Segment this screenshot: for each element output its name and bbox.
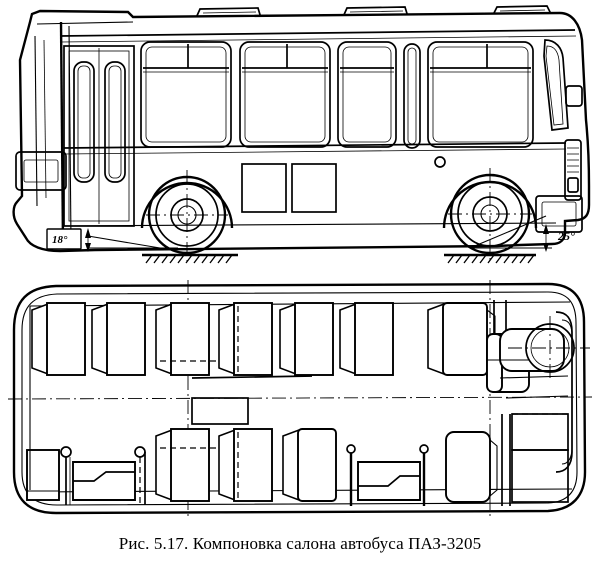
seat-upper-7[interactable] [427, 302, 496, 376]
figure-caption: Рис. 5.17. Компоновка салона автобуса ПА… [118, 534, 482, 553]
bench-mid[interactable] [357, 461, 421, 501]
seat-lower-2[interactable] [218, 428, 273, 502]
rear-angle-construction [85, 228, 178, 252]
seat-lower-entrance[interactable] [445, 431, 498, 503]
belt-line-upper [59, 29, 576, 37]
rear-angle-label: 18° [46, 228, 82, 250]
seat-upper-2[interactable] [91, 302, 146, 376]
wheel-rear [140, 170, 234, 262]
ground-line-rear [142, 253, 238, 264]
window-bay-3 [337, 41, 397, 148]
front-grille [535, 85, 583, 233]
plan-lower-seat-row [26, 413, 569, 506]
seat-lower-3[interactable] [282, 428, 337, 502]
rear-angle-value: 18° [52, 234, 68, 246]
front-angle-construction [469, 215, 552, 252]
plan-entrance-well [501, 413, 569, 506]
seat-upper-4[interactable] [218, 302, 273, 376]
seat-lower-rear-corner[interactable] [26, 449, 60, 501]
ground-line-front [444, 253, 536, 264]
window-bay-2 [239, 41, 331, 148]
front-angle-value: 25° [557, 229, 575, 243]
plan-view [7, 280, 593, 518]
steering-wheel[interactable] [508, 316, 590, 382]
door-service[interactable] [403, 43, 421, 149]
grab-pole-2 [134, 446, 146, 505]
seat-upper-3[interactable] [155, 302, 236, 376]
plan-door-front[interactable] [555, 311, 573, 473]
grab-pole-3 [346, 444, 356, 506]
plan-upper-seat-row [31, 302, 496, 376]
bench-rear-left[interactable] [72, 461, 136, 501]
driver-area [486, 300, 590, 473]
window-bay-4 [427, 41, 534, 148]
seat-upper-1[interactable] [31, 302, 86, 376]
lower-side-panels [241, 163, 337, 213]
door-front[interactable] [63, 45, 135, 227]
seat-lower-1[interactable] [155, 428, 236, 502]
plan-centerline [7, 396, 593, 400]
plan-mid-stepwell [191, 375, 313, 425]
grab-pole-4 [419, 444, 429, 506]
seat-upper-5[interactable] [279, 302, 334, 376]
windshield [543, 39, 569, 131]
seat-upper-6[interactable] [339, 302, 394, 376]
window-bay-1 [140, 41, 232, 148]
side-elevation-view: 18° 25° [12, 5, 591, 264]
tail-light-panel [15, 151, 67, 191]
wheel-front [442, 168, 538, 262]
grab-pole-1 [60, 446, 72, 505]
fuel-cap-marker [434, 156, 446, 168]
